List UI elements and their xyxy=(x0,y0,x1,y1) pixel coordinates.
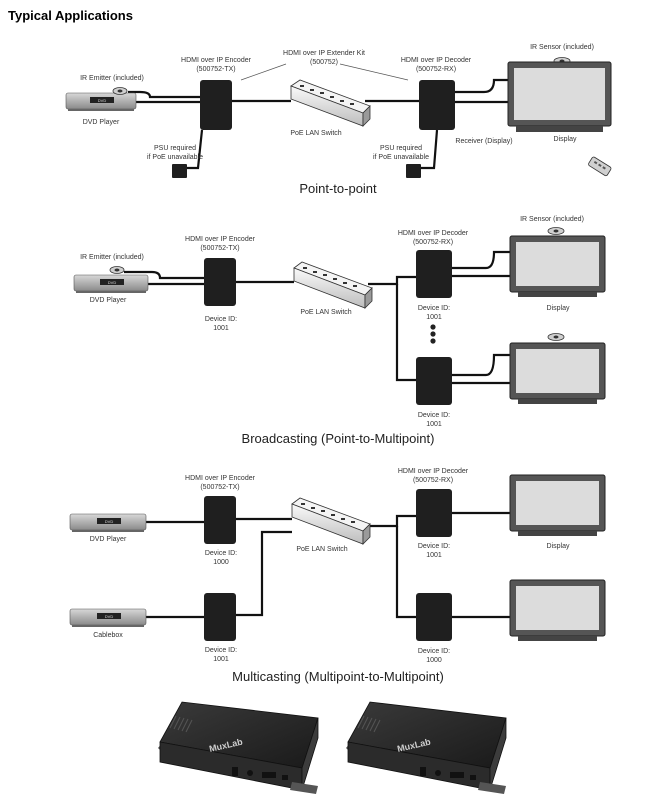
display-label: Display xyxy=(547,543,570,550)
display-monitor-1 xyxy=(509,474,606,536)
vent-slots xyxy=(169,715,193,733)
device-id-rx1: 1001 xyxy=(426,314,442,321)
caption-multicasting: Multicasting (Multipoint-to-Multipoint) xyxy=(232,669,444,684)
kit-label: HDMI over IP Extender Kit xyxy=(283,50,365,57)
dvd-player: DVD xyxy=(69,513,147,532)
dvd-screen-text: DVD xyxy=(105,519,114,524)
dvd-player: DVD xyxy=(65,92,137,111)
decoder-part-label: (500752-RX) xyxy=(413,239,453,246)
ir-sensor xyxy=(547,227,565,235)
switch-label: PoE LAN Switch xyxy=(296,546,347,553)
diagram-broadcasting: DVD xyxy=(73,216,606,446)
decoder-box-1 xyxy=(416,489,452,537)
device-id-rx2: 1001 xyxy=(426,421,442,428)
device-id-label: Device ID: xyxy=(205,647,237,654)
ir-sensor-label: IR Sensor (included) xyxy=(520,216,584,223)
cablebox: DVD xyxy=(69,608,147,627)
encoder-label: HDMI over IP Encoder xyxy=(185,475,256,482)
switch-label: PoE LAN Switch xyxy=(300,309,351,316)
callout-lines-d1 xyxy=(240,63,409,81)
cables-d3 xyxy=(146,511,512,619)
device-id-tx1: 1000 xyxy=(213,559,229,566)
poe-lan-switch xyxy=(291,497,371,545)
product-photo-decoder: MuxLab xyxy=(346,701,507,794)
encoder-label: HDMI over IP Encoder xyxy=(181,57,252,64)
ellipsis-dots xyxy=(430,324,436,344)
diagram-multicasting: DVD DVD xyxy=(69,468,606,684)
device-id-label: Device ID: xyxy=(418,543,450,550)
caption-broadcasting: Broadcasting (Point-to-Multipoint) xyxy=(242,431,435,446)
ir-emitter-label: IR Emitter (included) xyxy=(80,75,144,82)
encoder-label: HDMI over IP Encoder xyxy=(185,236,256,243)
decoder-part-label: (500752-RX) xyxy=(416,66,456,73)
vent-slots xyxy=(357,715,381,733)
remote-control-icon xyxy=(588,156,612,177)
display-label: Display xyxy=(547,305,570,312)
page-heading: Typical Applications xyxy=(8,8,133,23)
device-id-rx1: 1001 xyxy=(426,552,442,559)
ir-sensor-label: IR Sensor (included) xyxy=(530,44,594,51)
cables-d2 xyxy=(124,250,512,385)
encoder-box xyxy=(200,80,232,130)
psu-sublabel-tx: if PoE unavailable xyxy=(147,154,203,161)
encoder-part-label: (500752-TX) xyxy=(200,484,239,491)
dvd-player: DVD xyxy=(73,274,149,293)
display-monitor-2 xyxy=(509,579,606,641)
psu-label-tx: PSU required xyxy=(154,145,196,152)
dvd-player-label: DVD Player xyxy=(90,536,127,543)
decoder-part-label: (500752-RX) xyxy=(413,477,453,484)
decoder-label: HDMI over IP Decoder xyxy=(398,468,469,475)
ir-emitter xyxy=(109,266,125,274)
display-monitor-2 xyxy=(509,342,606,404)
device-id-label: Device ID: xyxy=(418,648,450,655)
dvd-player-label: DVD Player xyxy=(90,297,127,304)
psu-rx xyxy=(406,164,421,178)
encoder-box-2 xyxy=(204,593,236,641)
dvd-screen-text: DVD xyxy=(108,280,117,285)
encoder-part-label: (500752-TX) xyxy=(200,245,239,252)
encoder-box xyxy=(204,258,236,306)
device-id-label: Device ID: xyxy=(205,316,237,323)
device-id-rx2: 1000 xyxy=(426,657,442,664)
decoder-box-2 xyxy=(416,357,452,405)
switch-label: PoE LAN Switch xyxy=(290,130,341,137)
cablebox-label: Cablebox xyxy=(93,632,123,639)
diagram-point-to-point: DVD xyxy=(65,44,612,196)
psu-label-rx: PSU required xyxy=(380,145,422,152)
dvd-screen-text: DVD xyxy=(105,614,114,619)
decoder-box-1 xyxy=(416,250,452,298)
psu-tx xyxy=(172,164,187,178)
ir-sensor xyxy=(547,333,565,341)
device-id-tx: 1001 xyxy=(213,325,229,332)
receiver-display-label: Receiver (Display) xyxy=(455,138,512,145)
caption-point-to-point: Point-to-point xyxy=(299,181,377,196)
display-label: Display xyxy=(554,136,577,143)
display-monitor-1 xyxy=(509,235,606,297)
display-monitor xyxy=(507,61,612,132)
decoder-box xyxy=(419,80,455,130)
psu-sublabel-rx: if PoE unavailable xyxy=(373,154,429,161)
device-id-label: Device ID: xyxy=(418,305,450,312)
dvd-player-label: DVD Player xyxy=(83,119,120,126)
ir-emitter-label: IR Emitter (included) xyxy=(80,254,144,261)
encoder-part-label: (500752-TX) xyxy=(196,66,235,73)
encoder-box-1 xyxy=(204,496,236,544)
decoder-label: HDMI over IP Decoder xyxy=(401,57,472,64)
kit-part-label: (500752) xyxy=(310,59,338,66)
poe-lan-switch xyxy=(293,261,373,309)
dvd-screen-text: DVD xyxy=(98,98,107,103)
ir-emitter xyxy=(112,87,128,95)
product-photo-encoder: MuxLab xyxy=(158,701,319,794)
decoder-box-2 xyxy=(416,593,452,641)
device-id-label: Device ID: xyxy=(418,412,450,419)
decoder-label: HDMI over IP Decoder xyxy=(398,230,469,237)
poe-lan-switch xyxy=(290,79,371,127)
device-id-tx2: 1001 xyxy=(213,656,229,663)
cables-d1 xyxy=(128,78,520,170)
device-id-label: Device ID: xyxy=(205,550,237,557)
